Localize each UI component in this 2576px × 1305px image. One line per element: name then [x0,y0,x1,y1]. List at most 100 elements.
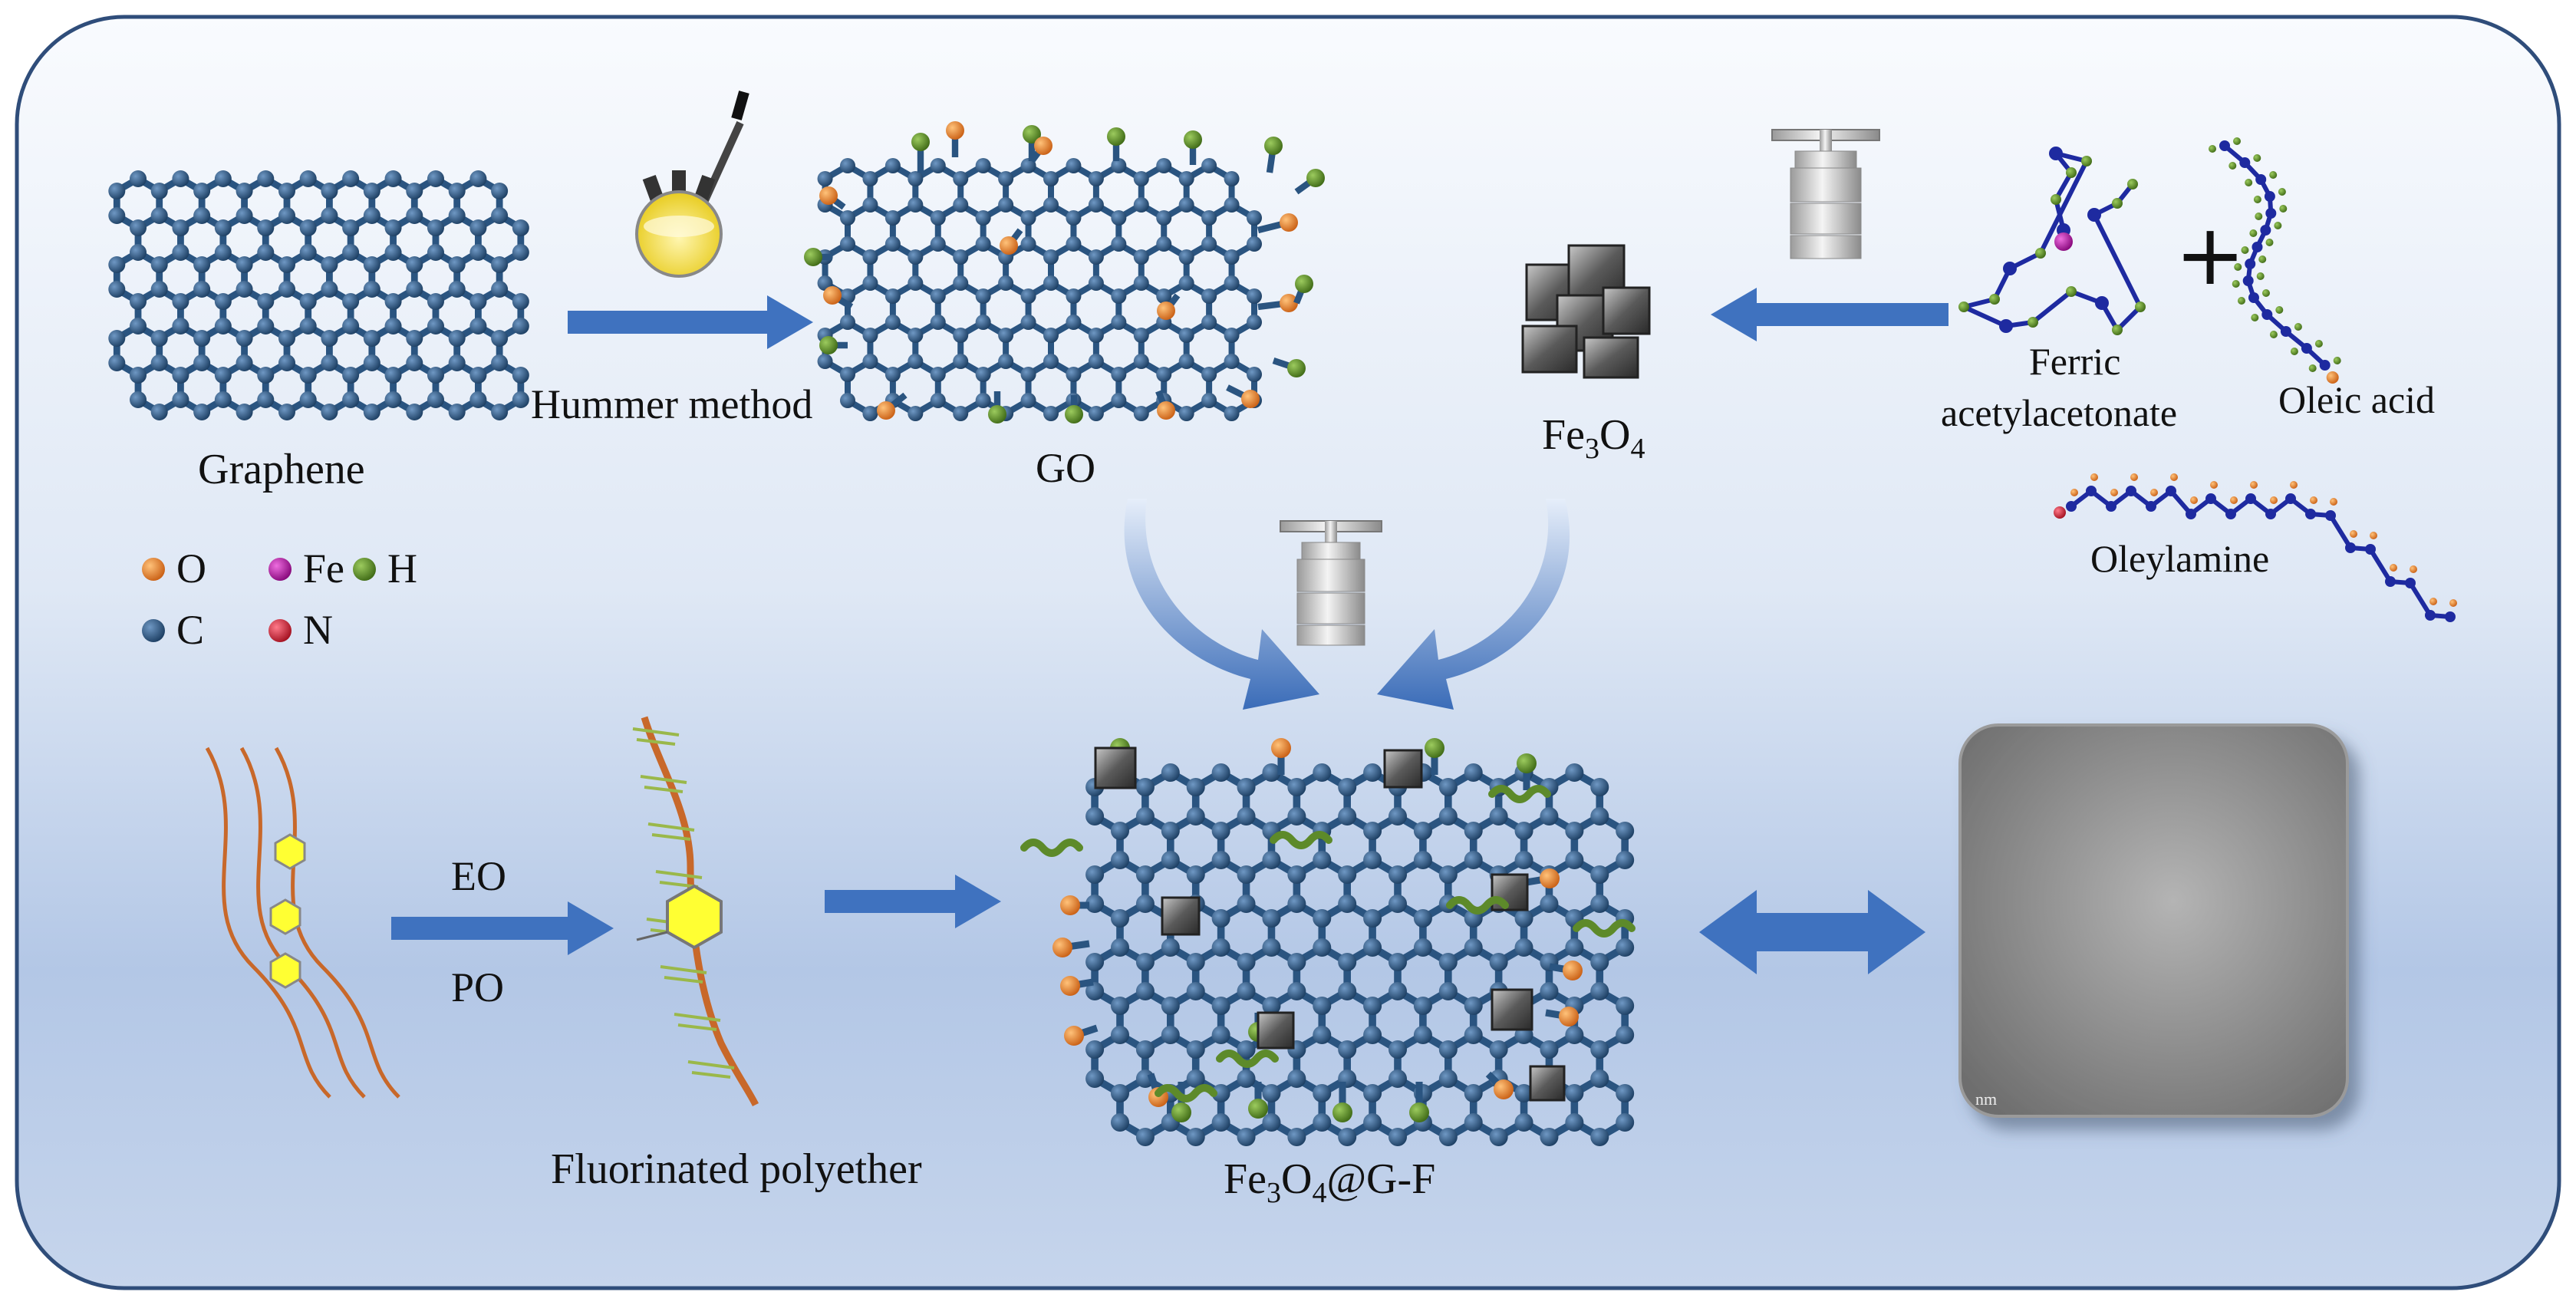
carbon-atom [1590,953,1609,971]
oxygen-atom [1060,895,1080,915]
carbon-atom [1262,938,1281,957]
oxygen-atom [1559,1007,1579,1027]
carbon-atom [321,404,338,420]
carbon-atom [1085,953,1105,971]
polymer-chain [205,746,331,1099]
carbon-atom [491,207,509,224]
legend-o-label: O [176,545,206,592]
molecule-atom [2028,317,2038,328]
carbon-atom [1247,236,1263,252]
oxygen-atom [819,186,838,205]
carbon-atom [1111,1113,1129,1132]
carbon-atom [427,170,444,187]
molecule-atom [1958,302,1969,312]
molecule-atom [2035,248,2046,259]
carbon-atom [1388,1069,1407,1088]
carbon-atom [491,256,509,273]
carbon-atom [491,183,509,199]
oxygen-atom [1060,976,1080,996]
molecule-atom [2245,179,2253,186]
carbon-atom [1135,953,1155,971]
carbon-atom [884,236,901,252]
carbon-atom [930,158,946,173]
molecule-atom [2087,208,2101,222]
fe3o4-to-composite-arrow [1377,499,1570,710]
carbon-atom [363,256,380,273]
carbon-atom [193,354,211,371]
molecule-atom [2390,564,2397,572]
carbon-atom [1211,1026,1230,1044]
carbon-atom [1201,236,1217,252]
composite-label: Fe3O4@G-F [1224,1155,1435,1209]
carbon-atom [1616,1026,1635,1044]
carbon-atom [448,354,466,371]
carbon-atom [299,219,317,236]
carbon-atom [469,219,487,236]
molecule-atom [2237,297,2245,305]
carbon-atom [1111,1084,1129,1102]
carbon-atom [257,219,275,236]
carbon-atom [1464,1084,1483,1102]
carbon-atom [257,244,275,261]
benzene-ring [666,884,723,950]
carbon-atom [840,393,855,408]
molecule-atom [2269,331,2278,338]
polyether-chain [1270,831,1332,849]
carbon-atom [1413,851,1432,869]
carbon-atom [1413,997,1432,1015]
carbon-atom [384,293,402,310]
carbon-atom [817,171,833,186]
carbon-atom [1363,1113,1382,1132]
carbon-atom [1363,763,1382,782]
molecule-atom [2170,473,2178,481]
carbon-atom [1088,328,1104,343]
carbon-atom [1135,895,1155,913]
carbon-atom [172,219,189,236]
carbon-atom [384,391,402,408]
carbon-atom [1388,1040,1407,1059]
carbon-atom [1211,763,1230,782]
fe3o4-cube [1491,873,1529,911]
carbon-atom [908,328,924,343]
fluorinated-label: Fluorinated polyether [551,1145,922,1193]
carbon-atom [1313,997,1332,1015]
carbon-atom [108,281,126,298]
carbon-atom [150,256,168,273]
carbon-atom [1438,865,1458,884]
graphene-label: Graphene [198,446,365,493]
carbon-atom [975,288,991,304]
carbon-atom [406,183,423,199]
carbon-atom [1088,406,1104,421]
background-frame [15,15,2561,1290]
carbon-atom [1438,982,1458,1000]
fe3o4-cube [1257,1011,1295,1050]
molecule-atom [2330,498,2337,506]
carbon-atom [1363,997,1382,1015]
molecule-atom [2250,481,2258,489]
legend-h-label: H [387,545,417,592]
carbon-atom [491,404,509,420]
polyether-to-composite-arrow [825,875,1001,928]
carbon-atom [1043,171,1059,186]
carbon-atom [236,354,253,371]
molecule-atom [1999,319,2013,333]
carbon-atom [1590,1040,1609,1059]
carbon-atom [1489,807,1508,826]
carbon-atom [214,318,232,334]
carbon-atom [278,256,295,273]
carbon-atom [172,391,189,408]
carbon-atom [1135,1069,1155,1088]
carbon-atom [363,354,380,371]
carbon-atom [130,318,147,334]
carbon-atom [1565,938,1584,957]
carbon-atom [384,318,402,334]
carbon-atom [1043,406,1059,421]
carbon-atom [236,256,253,273]
carbon-atom [384,367,402,384]
carbon-atom [1211,938,1230,957]
hydrogen-atom [804,248,822,266]
carbon-atom [214,391,232,408]
carbon-atom [1388,807,1407,826]
carbon-atom [930,236,946,252]
carbon-atom [1464,763,1483,782]
